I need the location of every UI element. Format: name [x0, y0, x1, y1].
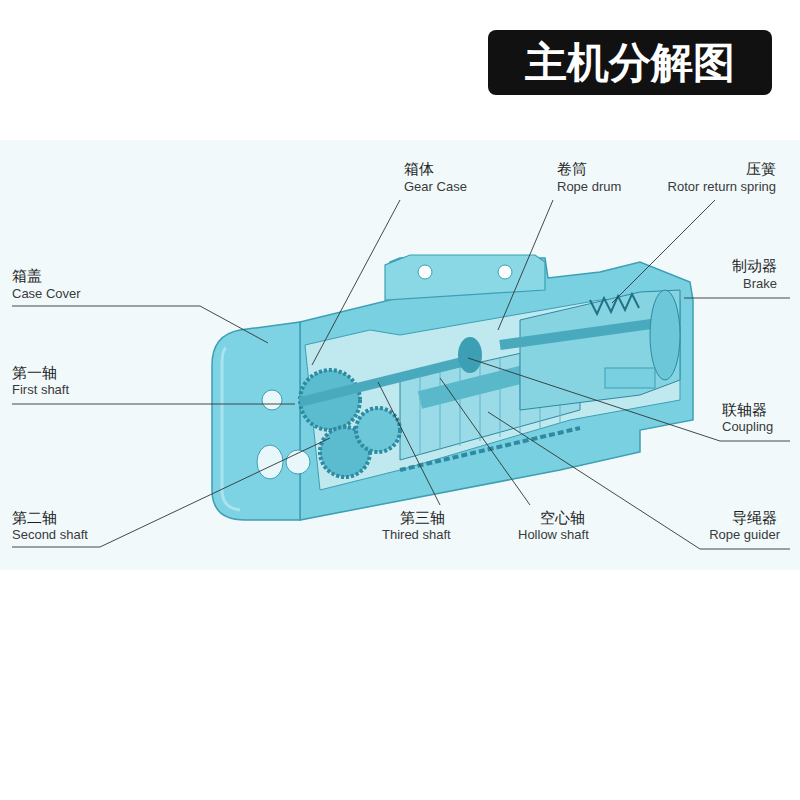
part-name: 空心轴: [540, 509, 585, 526]
title-text: 主机分解图: [525, 35, 735, 91]
part-name: 卷筒: [557, 160, 587, 177]
part-name-english: Case Cover: [12, 287, 81, 302]
part-name: 第三轴: [400, 509, 445, 526]
part-name-english: Thired shaft: [382, 528, 451, 543]
part-name: 第二轴: [12, 509, 57, 526]
part-name: 第一轴: [12, 364, 57, 381]
part-name: 联轴器: [722, 401, 767, 418]
part-name-english: First shaft: [12, 383, 69, 398]
part-name: 导绳器: [732, 509, 777, 526]
part-name: 制动器: [732, 257, 777, 274]
part-name-english: Hollow shaft: [518, 528, 589, 543]
part-name-english: Brake: [743, 277, 777, 292]
part-name: 压簧: [746, 160, 776, 177]
part-name-english: Rotor return spring: [668, 180, 776, 195]
part-name-english: Second shaft: [12, 528, 88, 543]
title-box: 主机分解图: [488, 30, 772, 95]
part-name-english: Rope drum: [557, 180, 621, 195]
part-name-english: Coupling: [722, 420, 773, 435]
part-name: 箱盖: [12, 267, 42, 284]
part-name-english: Rope guider: [709, 528, 780, 543]
part-name: 箱体: [404, 160, 434, 177]
part-name-english: Gear Case: [404, 180, 467, 195]
